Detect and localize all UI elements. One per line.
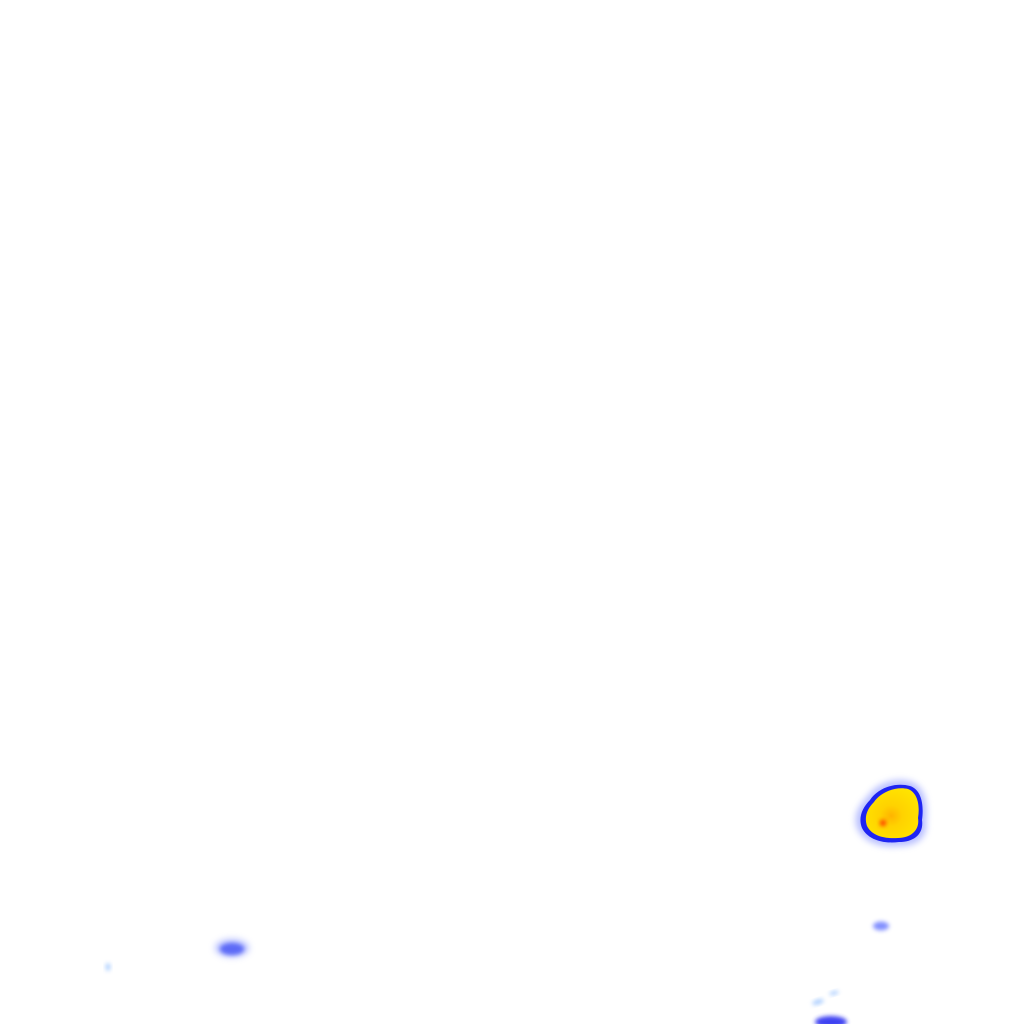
echo-small-left: [215, 939, 249, 957]
storm-cell-red-core: [879, 819, 887, 827]
echo-speck-far-left: [105, 963, 111, 971]
storm-cell-yellow-body: [865, 788, 919, 839]
echo-bottom-edge: [815, 1016, 847, 1024]
echo-streaks-bottom-right: [812, 990, 839, 1006]
storm-cell-large: [855, 779, 927, 847]
echo-small-right: [873, 921, 889, 931]
